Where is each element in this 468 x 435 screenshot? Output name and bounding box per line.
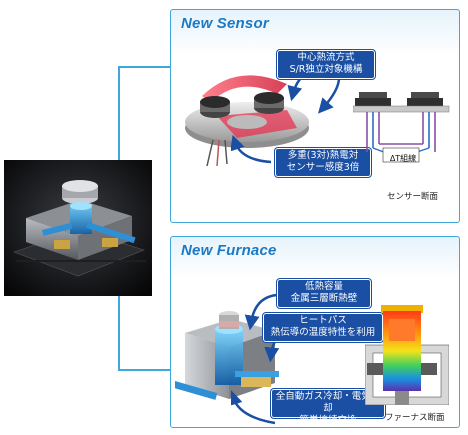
callout-thermocouple: 多重(3対)熱電対 センサー感度3倍 [275, 148, 371, 177]
furnace-cross-section [365, 305, 449, 405]
sensor-title: New Sensor [181, 15, 269, 32]
delta-t-label: ΔT組線 [389, 154, 417, 163]
furnace-illustration [175, 311, 279, 400]
sensor-panel: New Sensor [170, 9, 460, 223]
furnace-panel: New Furnace [170, 236, 460, 428]
sensor-disc-illustration [185, 75, 309, 167]
furnace-caption: ファーナス断面 [385, 413, 445, 423]
callout-heat-path: ヒートパス 熱伝導の温度特性を利用 [263, 313, 383, 342]
connector-to-furnace [118, 369, 171, 371]
callout-low-heat-capacity: 低熱容量 金属三層断熱壁 [277, 279, 371, 308]
connector-to-sensor [118, 66, 171, 68]
callout-center-heat-flow: 中心熱流方式 S/R独立対象機構 [277, 50, 375, 79]
furnace-title: New Furnace [181, 242, 277, 259]
instrument-photo [4, 160, 152, 296]
sensor-cross-section [353, 92, 450, 163]
sensor-caption: センサー断面 [387, 192, 439, 202]
